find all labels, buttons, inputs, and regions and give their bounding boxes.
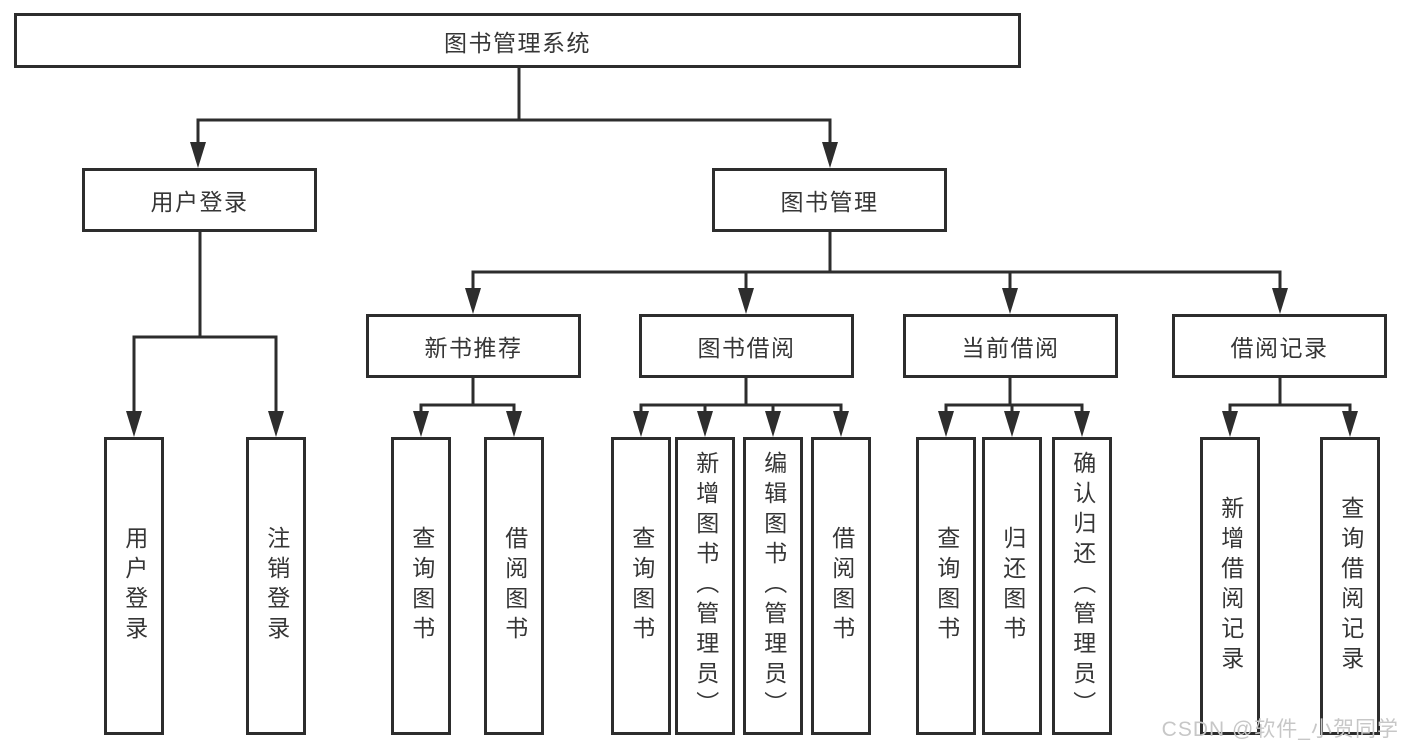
node-current-borrow: 当前借阅 (903, 314, 1118, 378)
node-book-management: 图书管理 (712, 168, 947, 232)
node-book-management-label: 图书管理 (780, 189, 879, 215)
leaf-add-borrow-record-label: 新增借阅记录 (1217, 496, 1244, 676)
arrow-down-icon (938, 411, 954, 437)
leaf-query-books-borrow-label: 查询图书 (628, 526, 655, 646)
arrow-down-icon (1074, 411, 1090, 437)
arrow-down-icon (1272, 288, 1288, 314)
leaf-return-book-label: 归还图书 (999, 526, 1026, 646)
node-borrow-records-label: 借阅记录 (1230, 335, 1329, 361)
arrow-down-icon (1002, 288, 1018, 314)
node-book-borrow: 图书借阅 (639, 314, 854, 378)
arrow-down-icon (833, 411, 849, 437)
arrow-down-icon (1004, 411, 1020, 437)
arrow-down-icon (268, 411, 284, 437)
arrow-down-icon (633, 411, 649, 437)
arrow-down-icon (697, 411, 713, 437)
arrow-down-icon (190, 142, 206, 168)
node-new-book-recommend-label: 新书推荐 (424, 335, 523, 361)
leaf-query-books-current-label: 查询图书 (933, 526, 960, 646)
arrow-down-icon (506, 411, 522, 437)
node-root-label: 图书管理系统 (444, 29, 591, 56)
arrow-down-icon (465, 288, 481, 314)
arrow-down-icon (738, 288, 754, 314)
leaf-borrow-books-label: 借阅图书 (828, 526, 855, 646)
leaf-borrow-books-recommend-label: 借阅图书 (501, 526, 528, 646)
leaf-query-books-borrow: 查询图书 (611, 437, 671, 735)
arrow-down-icon (413, 411, 429, 437)
arrow-down-icon (1342, 411, 1358, 437)
node-book-borrow-label: 图书借阅 (697, 335, 796, 361)
leaf-borrow-books: 借阅图书 (811, 437, 871, 735)
leaf-user-login: 用户登录 (104, 437, 164, 735)
leaf-edit-book-admin: 编辑图书（管理员） (743, 437, 803, 735)
arrow-down-icon (126, 411, 142, 437)
leaf-user-login-label: 用户登录 (121, 526, 148, 646)
watermark: CSDN @软件_小贺同学 (1161, 718, 1399, 741)
node-user-login-label: 用户登录 (150, 189, 249, 215)
leaf-add-book-admin-label: 新增图书（管理员） (692, 451, 719, 721)
leaf-query-books-current: 查询图书 (916, 437, 976, 735)
arrow-down-icon (1222, 411, 1238, 437)
leaf-confirm-return-admin: 确认归还（管理员） (1052, 437, 1112, 735)
arrowhead-icons (126, 142, 1358, 437)
node-new-book-recommend: 新书推荐 (366, 314, 581, 378)
leaf-logout-label: 注销登录 (263, 526, 290, 646)
leaf-borrow-books-recommend: 借阅图书 (484, 437, 544, 735)
leaf-add-borrow-record: 新增借阅记录 (1200, 437, 1260, 735)
arrow-down-icon (822, 142, 838, 168)
leaf-query-books-recommend: 查询图书 (391, 437, 451, 735)
node-current-borrow-label: 当前借阅 (961, 335, 1060, 361)
leaf-confirm-return-admin-label: 确认归还（管理员） (1069, 451, 1096, 721)
leaf-query-borrow-record: 查询借阅记录 (1320, 437, 1380, 735)
leaf-query-borrow-record-label: 查询借阅记录 (1337, 496, 1364, 676)
leaf-query-books-recommend-label: 查询图书 (408, 526, 435, 646)
leaf-edit-book-admin-label: 编辑图书（管理员） (760, 451, 787, 721)
leaf-logout: 注销登录 (246, 437, 306, 735)
node-user-login: 用户登录 (82, 168, 317, 232)
node-borrow-records: 借阅记录 (1172, 314, 1387, 378)
leaf-add-book-admin: 新增图书（管理员） (675, 437, 735, 735)
node-root: 图书管理系统 (14, 13, 1021, 68)
leaf-return-book: 归还图书 (982, 437, 1042, 735)
arrow-down-icon (765, 411, 781, 437)
